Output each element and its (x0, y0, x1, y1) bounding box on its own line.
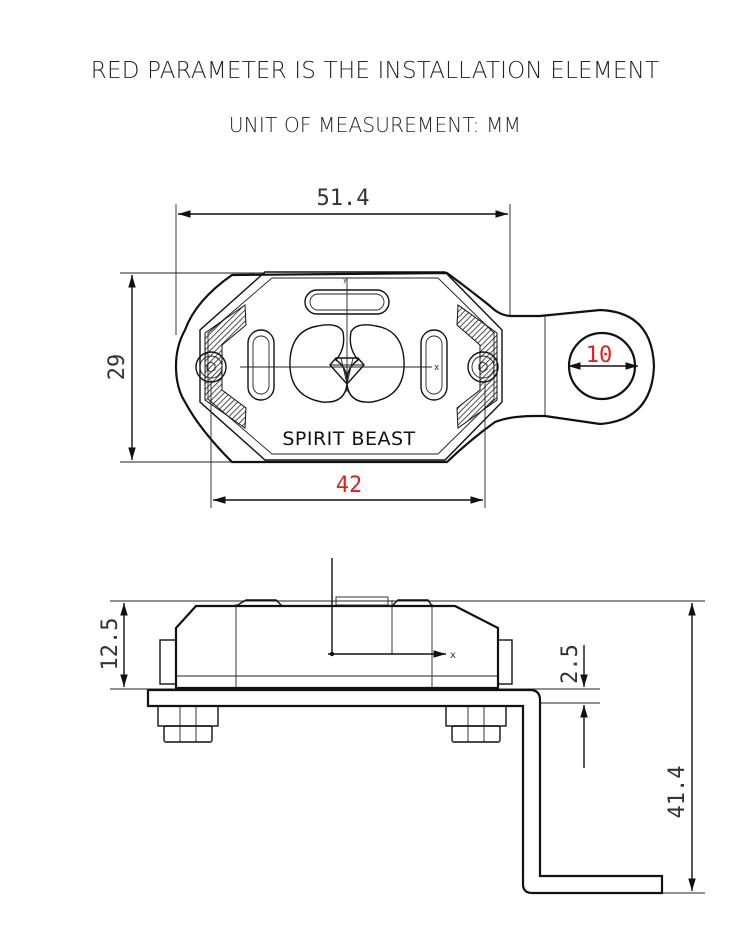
screw-left-head (199, 355, 223, 379)
top-rail (335, 596, 389, 606)
hatch-left (204, 304, 247, 429)
brand-label: SPIRIT BEAST (282, 428, 415, 450)
center-cutout-right (346, 324, 405, 403)
dim-plate-height: 12.5 (98, 618, 123, 671)
slot-right (420, 329, 448, 401)
slot-left (247, 329, 275, 401)
slot-left-inner (252, 335, 270, 395)
clamp-body-side (174, 604, 500, 690)
base-plate-outline (174, 271, 656, 464)
slot-right-inner (425, 335, 443, 395)
screw-right-head (471, 355, 495, 379)
l-bracket (146, 688, 664, 895)
side-knob-right (497, 639, 513, 685)
side-axis-origin (329, 651, 335, 657)
nut-right-icon (445, 705, 507, 743)
axis-y-label: y (343, 276, 347, 284)
top-view: 51.4 29 (105, 186, 656, 508)
center-cutout-left (289, 324, 348, 403)
dim-height: 29 (105, 354, 130, 381)
header-unit: UNIT OF MEASUREMENT: MM (228, 113, 522, 137)
axis-x-label: x (434, 363, 440, 373)
body-outline (199, 271, 503, 461)
hex-socket-left (206, 361, 216, 373)
top-lip-left (235, 599, 283, 607)
dim-width-overall: 51.4 (317, 186, 370, 211)
dim-mount-width: 42 (336, 473, 363, 498)
nut-left-icon (157, 705, 219, 743)
screw-right-icon (467, 351, 499, 383)
side-knob-left (159, 639, 177, 685)
side-axis-x-label: x (450, 650, 456, 661)
header-title: RED PARAMETER IS THE INSTALLATION ELEMEN… (90, 58, 660, 84)
side-view: 12.5 2.5 41.4 x (98, 558, 705, 895)
hex-socket-right (478, 361, 488, 373)
top-lip-right (391, 599, 433, 607)
dim-total-height: 41.4 (665, 766, 690, 819)
hatch-right (456, 304, 498, 429)
dim-thickness: 2.5 (558, 644, 583, 684)
dim-hole-diameter: 10 (586, 343, 613, 368)
